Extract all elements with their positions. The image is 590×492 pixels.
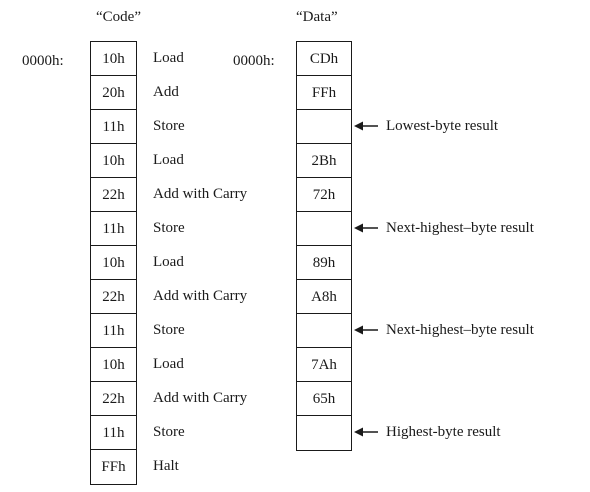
result-annotation: Next-highest–byte result	[354, 313, 534, 347]
data-byte-cell: 7Ah	[297, 348, 351, 382]
result-annotation: Next-highest–byte result	[354, 211, 534, 245]
code-mnemonic: Load	[153, 152, 184, 168]
code-mnemonic: Load	[153, 50, 184, 66]
code-mnemonic: Load	[153, 356, 184, 372]
code-mnemonic: Store	[153, 220, 185, 236]
code-byte-cell: FFh	[101, 459, 126, 475]
arrow-left-icon	[354, 223, 378, 233]
code-byte-cell: 20h	[91, 76, 136, 110]
code-byte-cell: 10h	[91, 42, 136, 76]
data-result-cell	[297, 110, 351, 144]
data-byte-cell: 65h	[297, 382, 351, 416]
code-mnemonic: Halt	[153, 458, 179, 474]
result-annotation-label: Next-highest–byte result	[386, 219, 534, 236]
code-mnemonic: Store	[153, 322, 185, 338]
code-byte-cell: 22h	[91, 280, 136, 314]
result-annotation-label: Next-highest–byte result	[386, 321, 534, 338]
code-mnemonic: Store	[153, 424, 185, 440]
data-byte-cell: 72h	[297, 178, 351, 212]
code-mnemonic: Store	[153, 118, 185, 134]
data-result-cell	[297, 416, 351, 450]
arrow-left-icon	[354, 427, 378, 437]
data-byte-cell: CDh	[297, 42, 351, 76]
result-annotation: Lowest-byte result	[354, 109, 498, 143]
result-annotation: Highest-byte result	[354, 415, 501, 449]
data-byte-cell: 89h	[297, 246, 351, 280]
code-byte-cell: 11h	[91, 110, 136, 144]
data-byte-cell: A8h	[297, 280, 351, 314]
code-byte-cell: 10h	[91, 144, 136, 178]
result-annotation-label: Highest-byte result	[386, 423, 501, 440]
code-header: “Code”	[96, 9, 141, 25]
arrow-left-icon	[354, 325, 378, 335]
code-byte-cell: 11h	[91, 212, 136, 246]
code-mnemonic: Add with Carry	[153, 288, 248, 304]
arrow-left-icon	[354, 121, 378, 131]
data-byte-cell: FFh	[297, 76, 351, 110]
data-result-cell	[297, 212, 351, 246]
result-annotation-label: Lowest-byte result	[386, 117, 499, 134]
data-start-address: 0000h:	[233, 53, 275, 69]
data-byte-cell: 2Bh	[297, 144, 351, 178]
code-byte-cell: 11h	[91, 416, 136, 450]
code-mnemonic: Add	[153, 84, 179, 100]
code-start-address: 0000h:	[22, 53, 64, 69]
data-header: “Data”	[296, 9, 338, 25]
code-byte-cell: 10h	[91, 246, 136, 280]
code-byte-cell: 22h	[91, 382, 136, 416]
code-byte-cell: 11h	[91, 314, 136, 348]
code-mnemonic: Add with Carry	[153, 390, 248, 406]
code-mnemonic: Load	[153, 254, 184, 270]
code-byte-cell: 10h	[91, 348, 136, 382]
code-mnemonic: Add with Carry	[153, 186, 248, 202]
code-byte-cell: 22h	[91, 178, 136, 212]
data-result-cell	[297, 314, 351, 348]
